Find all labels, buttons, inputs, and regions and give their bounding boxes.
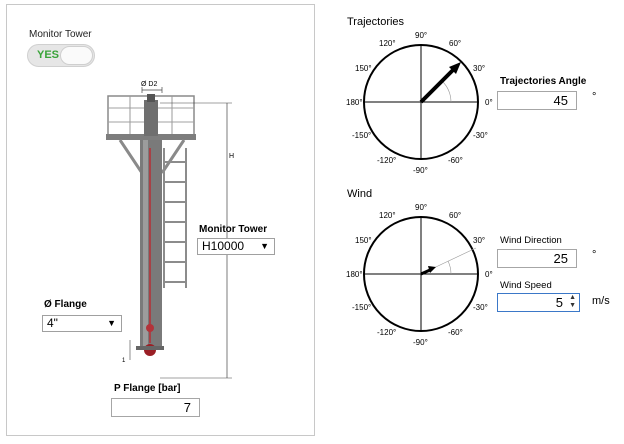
- wind-title: Wind: [347, 188, 373, 200]
- flange-select[interactable]: 4" ▼: [42, 315, 122, 332]
- wind-tick-m60: -60°: [448, 328, 463, 337]
- wind-tick-150: 150°: [355, 236, 372, 245]
- traj-tick-m30: -30°: [473, 131, 488, 140]
- traj-tick-60: 60°: [449, 39, 461, 48]
- flange-select-label: Ø Flange: [44, 299, 87, 310]
- wind-tick-m150: -150°: [352, 303, 371, 312]
- wind-tick-60: 60°: [449, 211, 461, 220]
- wind-tick-180: 180°: [346, 270, 363, 279]
- flange-dimension-label: 1: [122, 358, 126, 364]
- traj-tick-m120: -120°: [377, 156, 396, 165]
- trajectories-angle-label: Trajectories Angle: [500, 76, 587, 87]
- monitor-tower-toggle-label: Monitor Tower: [29, 29, 92, 40]
- wind-tick-m30: -30°: [473, 303, 488, 312]
- wind-speed-label: Wind Speed: [500, 280, 552, 291]
- p-flange-input[interactable]: 7: [111, 398, 200, 417]
- toggle-knob: [60, 46, 93, 65]
- trajectories-angle-input[interactable]: 45: [497, 91, 577, 110]
- wind-tick-0: 0°: [485, 270, 493, 279]
- traj-tick-180: 180°: [346, 98, 363, 107]
- wind-tick-120: 120°: [379, 211, 396, 220]
- traj-tick-0: 0°: [485, 98, 493, 107]
- monitor-tower-select[interactable]: H10000 ▼: [197, 238, 275, 255]
- flange-selected-value: 4": [47, 316, 58, 330]
- traj-tick-90: 90°: [415, 31, 427, 40]
- wind-arrowhead: [428, 266, 436, 273]
- wind-speed-value: 5: [555, 295, 563, 310]
- wind-tick-30: 30°: [473, 236, 485, 245]
- monitor-tower-selected-value: H10000: [202, 239, 245, 253]
- chevron-down-icon: ▼: [260, 241, 269, 251]
- wind-tick-m120: -120°: [377, 328, 396, 337]
- p-flange-label: P Flange [bar]: [114, 383, 181, 394]
- wind-direction-label: Wind Direction: [500, 235, 562, 246]
- traj-tick-30: 30°: [473, 64, 485, 73]
- trajectory-arrowhead: [449, 62, 461, 74]
- wind-speed-input[interactable]: 5 ▲▼: [497, 293, 580, 312]
- traj-tick-m90: -90°: [413, 166, 428, 175]
- traj-tick-m60: -60°: [448, 156, 463, 165]
- traj-tick-120: 120°: [379, 39, 396, 48]
- wind-arrow: [420, 268, 431, 276]
- traj-tick-m150: -150°: [352, 131, 371, 140]
- wind-tick-m90: -90°: [413, 338, 428, 347]
- chevron-down-icon: ▼: [107, 318, 116, 328]
- toggle-state-text: YES: [37, 49, 60, 61]
- wind-direction-input[interactable]: 25: [497, 249, 577, 268]
- wind-tick-90: 90°: [415, 203, 427, 212]
- wind-speed-unit: m/s: [592, 295, 610, 307]
- h-dimension-label: H: [229, 153, 234, 160]
- traj-tick-150: 150°: [355, 64, 372, 73]
- trajectories-title: Trajectories: [347, 16, 405, 28]
- spinner-arrows-icon[interactable]: ▲▼: [569, 294, 576, 309]
- monitor-tower-drawing: Ø D2 H 1: [106, 81, 234, 379]
- monitor-tower-select-label: Monitor Tower: [199, 224, 268, 235]
- wind-direction-unit: °: [592, 249, 597, 261]
- d2-dimension-label: Ø D2: [141, 81, 157, 88]
- trajectories-angle-unit: °: [592, 91, 597, 103]
- trajectory-arrow: [419, 67, 456, 104]
- monitor-tower-toggle[interactable]: YES: [27, 44, 95, 67]
